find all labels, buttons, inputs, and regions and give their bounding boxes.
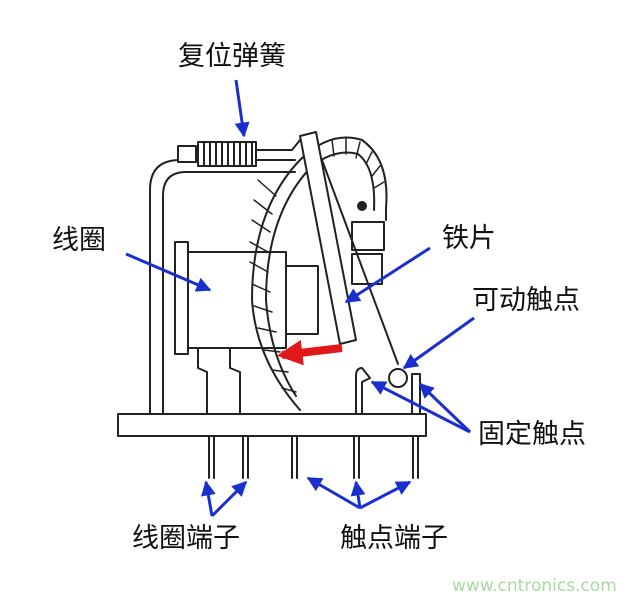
label-movable-contact: 可动触点 (472, 285, 580, 316)
arrow-return-spring (234, 79, 250, 138)
arrow-contact-terminal-1 (306, 476, 361, 510)
label-coil: 线圈 (52, 225, 106, 256)
arrow-coil (125, 252, 212, 292)
attraction-arrow (276, 339, 343, 366)
armature-plate (299, 131, 357, 345)
return-spring-coil (177, 139, 301, 167)
label-coil-terminals: 线圈端子 (132, 523, 240, 554)
arrow-movable-contact (402, 316, 475, 370)
arrow-fixed-contact-1 (370, 380, 471, 434)
arrow-coil-terminal-1 (200, 480, 216, 517)
arrow-coil-terminal-2 (210, 480, 248, 518)
arrow-fixed-contact-2 (418, 382, 472, 434)
label-armature: 铁片 (442, 223, 496, 254)
label-fixed-contact: 固定触点 (478, 419, 586, 450)
movable-contact-arm (321, 159, 399, 365)
base-plate (117, 413, 427, 437)
fixed-contact-right (411, 373, 421, 415)
arrow-armature (344, 246, 431, 304)
arrow-contact-terminal-3 (359, 480, 412, 510)
coil-flange (174, 241, 189, 355)
braided-wire-outer (251, 159, 301, 411)
movable-contact (388, 368, 408, 388)
core-end (285, 265, 319, 335)
arrow-contact-terminal-2 (350, 480, 366, 509)
fixed-contact-left (355, 367, 371, 415)
terminal-pins (208, 435, 419, 479)
label-contact-terminals: 触点端子 (340, 523, 448, 554)
watermark: www.cntronics.com (452, 576, 617, 596)
label-return-spring: 复位弹簧 (178, 41, 286, 72)
